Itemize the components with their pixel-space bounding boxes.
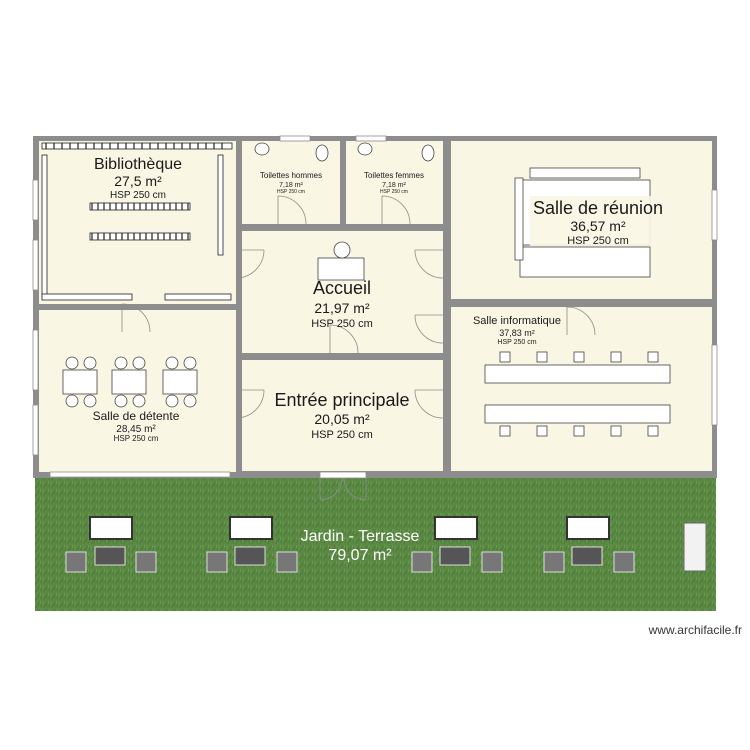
room-name: Accueil	[313, 278, 371, 298]
doors	[121, 195, 596, 501]
room-height: HSP 250 cm	[311, 318, 373, 330]
room-name: Salle de réunion	[533, 198, 663, 218]
label-accueil: Accueil 21,97 m² HSP 250 cm	[311, 278, 373, 330]
room-height: HSP 250 cm	[110, 190, 166, 201]
room-area: 20,05 m²	[314, 411, 370, 427]
label-salle-reunion: Salle de réunion 36,57 m² HSP 250 cm	[530, 196, 670, 247]
reception-desk	[317, 241, 365, 281]
computer-desks	[484, 351, 671, 437]
room-entree-principale	[242, 360, 443, 471]
label-salle-informatique: Salle informatique 37,83 m² HSP 250 cm	[473, 315, 561, 346]
room-height: HSP 250 cm	[311, 429, 373, 441]
label-jardin: Jardin - Terrasse 79,07 m²	[301, 528, 420, 564]
watermark-text[interactable]: www.archifacile.fr	[648, 623, 742, 637]
label-entree-principale: Entrée principale 20,05 m² HSP 250 cm	[274, 390, 409, 441]
room-area: 36,57 m²	[570, 218, 626, 234]
room-bibliotheque	[39, 141, 236, 304]
room-name: Toilettes femmes	[364, 171, 424, 180]
room-area: 27,5 m²	[114, 173, 162, 189]
room-name: Entrée principale	[274, 390, 409, 410]
toilet-fixtures	[254, 142, 435, 162]
room-height: HSP 250 cm	[497, 339, 536, 346]
garden-area	[35, 478, 716, 611]
garden-furniture	[65, 516, 707, 573]
bookshelves	[41, 142, 233, 301]
windows	[32, 135, 718, 478]
room-height: HSP 250 cm	[380, 189, 408, 195]
room-area: 7,18 m²	[279, 182, 303, 189]
relax-tables	[62, 356, 198, 408]
room-salle-informatique	[451, 307, 712, 471]
entrance-door	[319, 471, 367, 479]
room-name: Toilettes hommes	[260, 171, 322, 180]
room-name: Bibliothèque	[94, 156, 182, 173]
room-name: Salle de détente	[93, 409, 180, 423]
room-name: Jardin - Terrasse	[301, 528, 420, 545]
room-name: Salle informatique	[473, 315, 561, 327]
room-area: 21,97 m²	[314, 300, 370, 316]
room-area: 7,18 m²	[382, 182, 406, 189]
label-bibliotheque: Bibliothèque 27,5 m² HSP 250 cm	[94, 156, 182, 201]
room-area: 79,07 m²	[328, 547, 392, 564]
room-area: 37,83 m²	[499, 328, 535, 338]
label-salle-detente: Salle de détente 28,45 m² HSP 250 cm	[93, 409, 180, 443]
room-height: HSP 250 cm	[277, 189, 305, 195]
label-toilettes-femmes: Toilettes femmes 7,18 m² HSP 250 cm	[364, 171, 424, 195]
room-height: HSP 250 cm	[114, 434, 159, 443]
room-area: 28,45 m²	[116, 424, 156, 435]
room-height: HSP 250 cm	[567, 235, 629, 247]
label-toilettes-hommes: Toilettes hommes 7,18 m² HSP 250 cm	[260, 171, 322, 195]
